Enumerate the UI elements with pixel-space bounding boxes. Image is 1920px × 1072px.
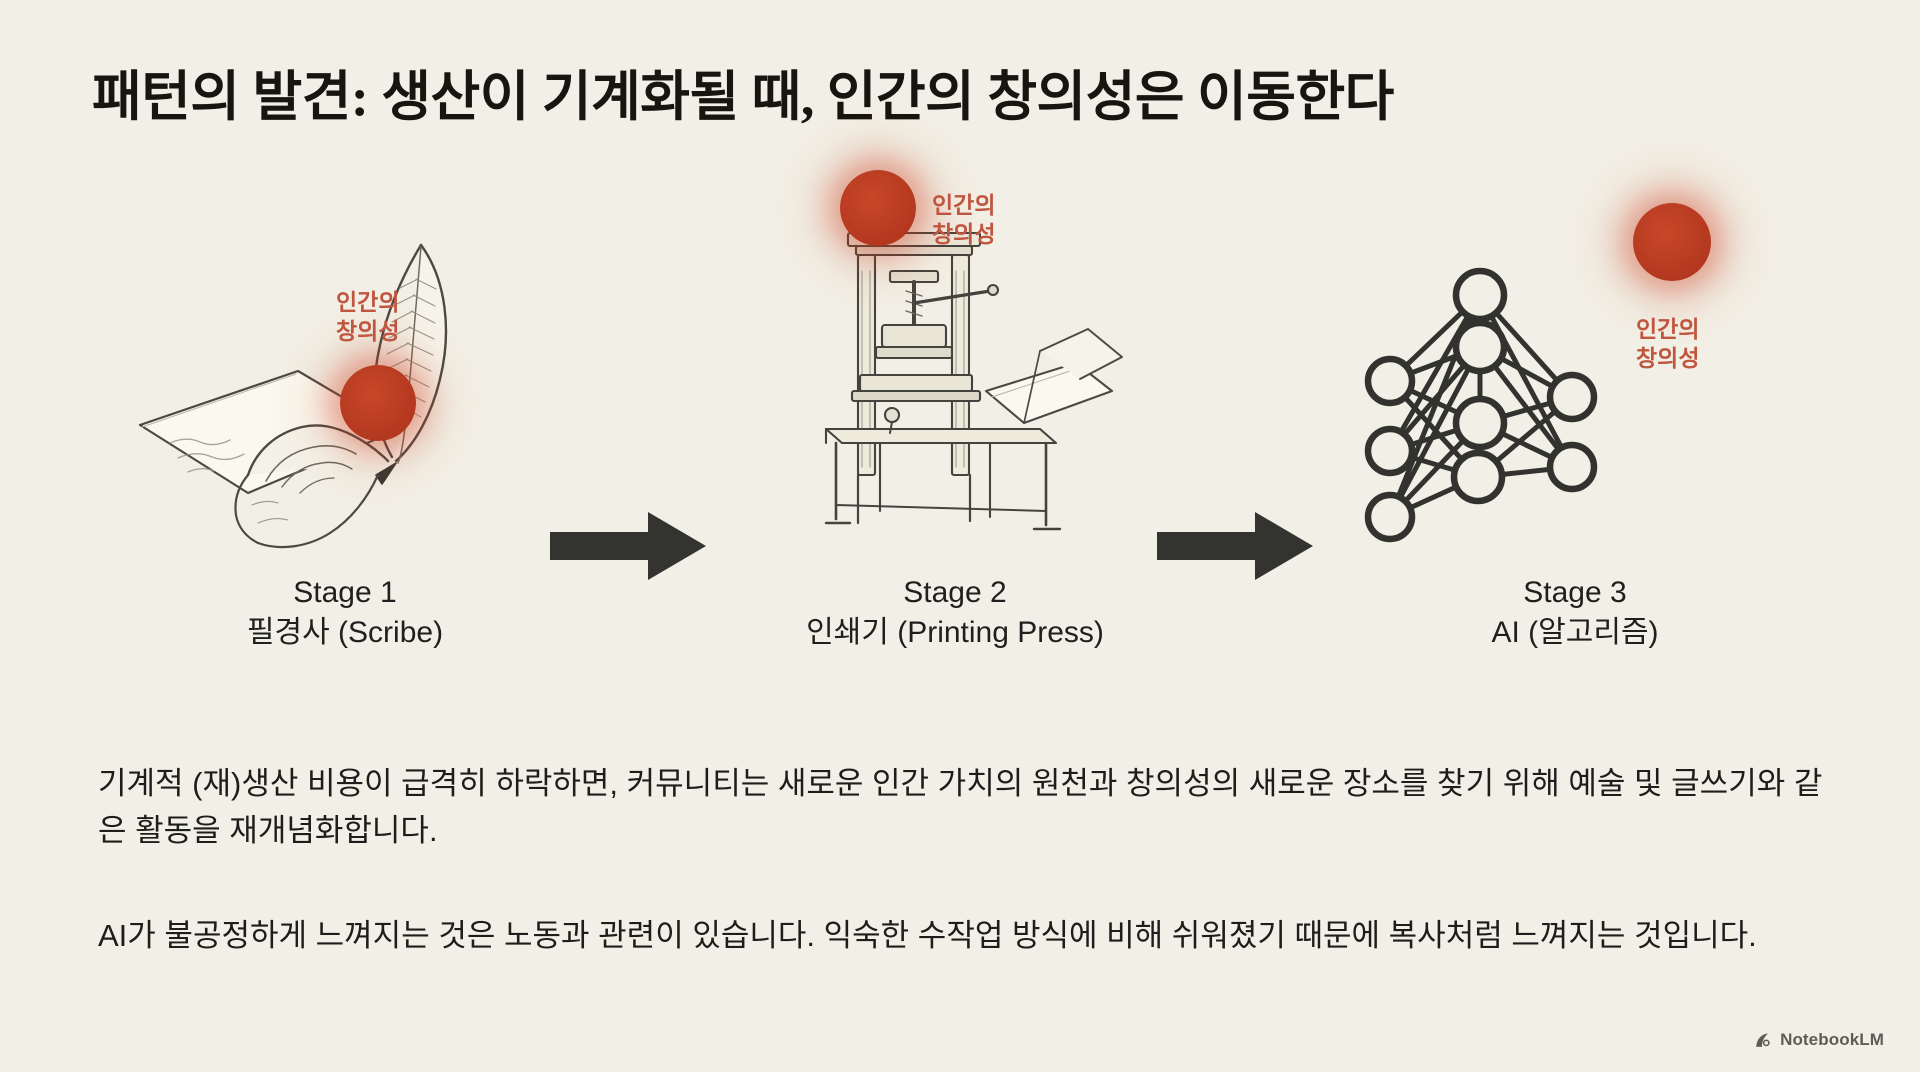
stage-3-name: AI (알고리즘): [1491, 615, 1659, 649]
stage-3-caption: Stage 3 AI (알고리즘): [1360, 573, 1790, 653]
body-paragraph-1: 기계적 (재)생산 비용이 급격히 하락하면, 커뮤니티는 새로운 인간 가치의…: [98, 760, 1828, 854]
creativity-dot-stage-3: [1633, 203, 1711, 281]
creativity-dot-stage-1: [340, 365, 416, 441]
creativity-label-line1: 인간의: [932, 192, 996, 218]
arrow-stage1-to-stage2: [548, 510, 708, 587]
stage-2-illustration: 인간의 창의성: [740, 170, 1170, 575]
creativity-label-line1: 인간의: [336, 289, 400, 315]
creativity-label-line2: 창의성: [932, 220, 996, 247]
neural-network-icon: [1364, 267, 1598, 543]
body-paragraph-1-text: 기계적 (재)생산 비용이 급격히 하락하면, 커뮤니티는 새로운 인간 가치의…: [98, 766, 1823, 849]
stage-2: 인간의 창의성 Stage 2 인쇄기 (Printing Press): [740, 170, 1170, 695]
stage-progression: 인간의 창의성 Stage 1 필경사 (Scribe): [0, 170, 1920, 695]
stage-2-name: 인쇄기 (Printing Press): [806, 615, 1104, 649]
stage-1-illustration: 인간의 창의성: [130, 175, 560, 575]
creativity-label-stage-2: 인간의 창의성: [932, 191, 995, 248]
creativity-dot-stage-2: [840, 170, 916, 246]
stage-1-caption: Stage 1 필경사 (Scribe): [130, 573, 560, 653]
stage-3-illustration: 인간의 창의성: [1360, 175, 1790, 575]
creativity-label-line2: 창의성: [1636, 344, 1700, 371]
arrow-stage2-to-stage3: [1155, 510, 1315, 587]
right-arrow-icon: [550, 512, 706, 580]
stage-1-name: 필경사 (Scribe): [246, 615, 444, 649]
creativity-label-line2: 창의성: [336, 317, 400, 344]
stage-1: 인간의 창의성 Stage 1 필경사 (Scribe): [130, 175, 560, 695]
stage-1-number: Stage 1: [293, 576, 397, 609]
stage-2-caption: Stage 2 인쇄기 (Printing Press): [740, 573, 1170, 653]
stage-3-number: Stage 3: [1523, 576, 1627, 609]
page-title: 패턴의 발견: 생산이 기계화될 때, 인간의 창의성은 이동한다: [92, 67, 1394, 127]
notebooklm-logo-icon: [1756, 1032, 1770, 1047]
hand-with-quill-pen-icon: [138, 243, 448, 549]
body-paragraph-2: AI가 불공정하게 느껴지는 것은 노동과 관련이 있습니다. 익숙한 수작업 …: [98, 912, 1828, 959]
notebooklm-watermark-text: NotebookLM: [1780, 1030, 1884, 1049]
creativity-label-stage-3: 인간의 창의성: [1636, 315, 1699, 372]
right-arrow-icon: [1157, 512, 1313, 580]
creativity-label-line1: 인간의: [1636, 316, 1700, 342]
printing-press-icon: [824, 231, 1123, 531]
stage-2-number: Stage 2: [903, 576, 1007, 609]
notebooklm-watermark: NotebookLM: [1754, 1030, 1884, 1050]
stage-3: 인간의 창의성 Stage 3 AI (알고리즘): [1360, 175, 1790, 695]
creativity-label-stage-1: 인간의 창의성: [336, 288, 399, 345]
body-paragraph-2-text: AI가 불공정하게 느껴지는 것은 노동과 관련이 있습니다. 익숙한 수작업 …: [98, 918, 1757, 953]
